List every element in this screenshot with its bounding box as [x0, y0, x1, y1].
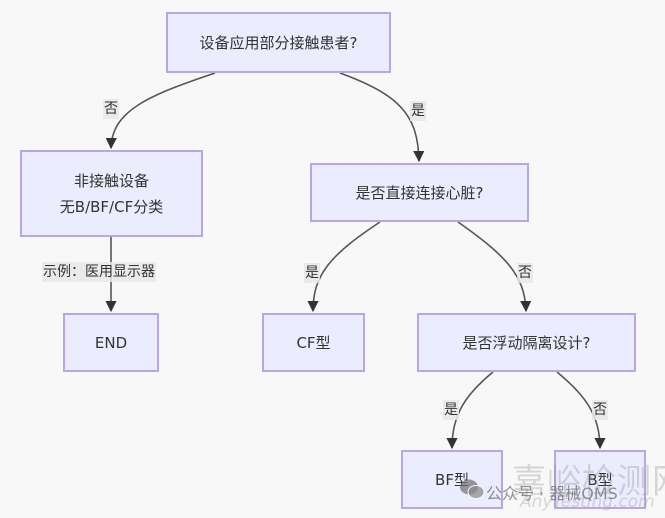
edge-label-q1-q2: 是: [410, 101, 426, 121]
node-q1-label: 设备应用部分接触患者?: [199, 33, 358, 52]
node-bf: BF型: [401, 450, 503, 509]
edge-label-noncontact-end: 示例：医用显示器: [42, 262, 156, 282]
node-b: B型: [554, 450, 646, 509]
node-noncontact-label-1: 非接触设备: [73, 171, 149, 190]
wechat-icon: [460, 479, 485, 499]
edge-label-q3-b: 否: [592, 400, 608, 420]
edge-q1-noncontact: [105, 72, 216, 150]
node-q1: 设备应用部分接触患者?: [166, 12, 391, 73]
edge-label-q2-q3: 否: [517, 263, 533, 283]
node-bf-label: BF型: [435, 470, 469, 489]
edge-q3-bf: [446, 371, 494, 450]
edge-label-q1-noncontact: 否: [103, 99, 119, 119]
node-end: END: [63, 313, 159, 372]
node-q3-label: 是否浮动隔离设计?: [462, 333, 591, 352]
edge-q3-b: [556, 371, 606, 450]
edge-q1-q2: [339, 72, 425, 163]
watermark-site-url: AnyTesting.com: [520, 492, 655, 512]
node-noncontact-label-2: 无B/BF/CF分类: [59, 197, 164, 216]
edge-label-q3-bf: 是: [443, 400, 459, 420]
node-noncontact: 非接触设备 无B/BF/CF分类: [20, 150, 203, 237]
watermark-wechat-text: 公众号 · 器械QMS: [486, 484, 618, 503]
watermark-site-name: 嘉峪检测网: [512, 462, 665, 502]
node-cf: CF型: [262, 313, 365, 372]
node-q2: 是否直接连接心脏?: [310, 163, 529, 222]
edge-q2-q3: [457, 221, 532, 313]
node-q2-label: 是否直接连接心脏?: [355, 183, 484, 202]
node-q3: 是否浮动隔离设计?: [417, 313, 636, 372]
edge-label-q2-cf: 是: [304, 263, 320, 283]
edge-q2-cf: [307, 221, 381, 313]
node-end-label: END: [94, 333, 128, 352]
node-cf-label: CF型: [296, 333, 331, 352]
node-b-label: B型: [587, 470, 613, 489]
